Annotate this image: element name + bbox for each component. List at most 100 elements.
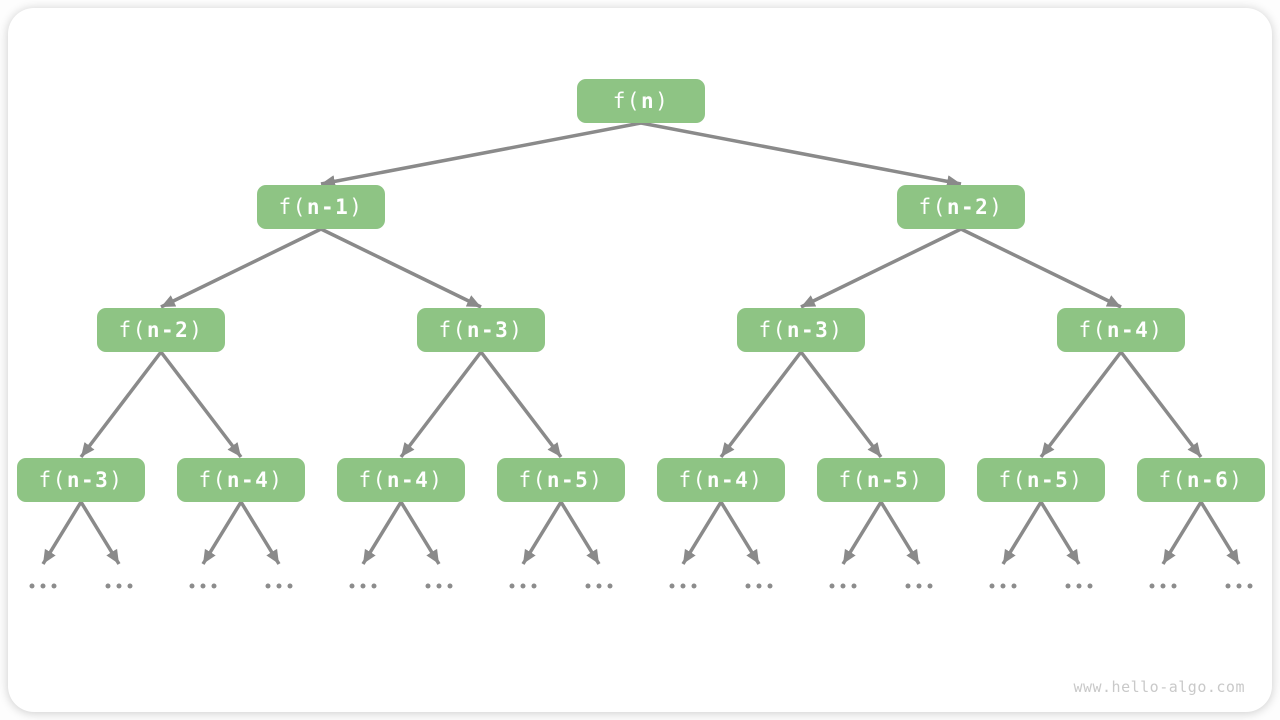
node-label-prefix: f( [278,195,307,219]
node-label-prefix: f( [438,318,467,342]
ellipsis-leaf [585,583,613,589]
node-label-arg: n-5 [1026,468,1070,492]
tree-edge-arrow [681,501,723,565]
tree-edge-arrow [719,350,803,459]
node-label-prefix: f( [998,468,1027,492]
node-label-prefix: f( [358,468,387,492]
node-label-suffix: ) [1229,468,1244,492]
node-label-prefix: f( [198,468,227,492]
ellipsis-leaf [349,583,377,589]
ellipsis-dot [520,583,526,589]
node-label-prefix: f( [918,195,947,219]
ellipsis-leaf [189,583,217,589]
ellipsis-dot [105,583,111,589]
node-label-arg: n [640,89,656,113]
tree-edge-arrow [201,501,243,565]
tree-edges [41,121,1241,565]
ellipsis-leaf [1225,583,1253,589]
tree-node: f(n-4) [177,458,305,502]
tree-edge-arrow [1119,350,1203,459]
ellipsis-dot [447,583,453,589]
tree-node: f(n-5) [497,458,625,502]
ellipsis-dot [669,583,675,589]
node-label-suffix: ) [749,468,764,492]
ellipsis-leaf [265,583,293,589]
ellipsis-dot [1149,583,1155,589]
ellipsis-leaf [509,583,537,589]
node-label-suffix: ) [1149,318,1164,342]
ellipsis-dot [51,583,57,589]
node-label-prefix: f( [38,468,67,492]
tree-edge-arrow [521,501,563,565]
tree-node: f(n-1) [257,185,385,229]
ellipsis-dot [1225,583,1231,589]
ellipsis-leaf [829,583,857,589]
ellipsis-leaf [1149,583,1177,589]
ellipsis-dot [989,583,995,589]
ellipsis-dot [436,583,442,589]
node-label-suffix: ) [829,318,844,342]
node-label-prefix: f( [758,318,787,342]
tree-edge-arrow [719,501,761,565]
tree-edge-arrow [320,121,642,188]
node-label-arg: n-5 [546,468,590,492]
ellipsis-dot [276,583,282,589]
ellipsis-dot [680,583,686,589]
tree-edge-arrow [361,501,403,565]
ellipsis-leaf [905,583,933,589]
ellipsis-dot [211,583,217,589]
ellipsis-dot [265,583,271,589]
tree-edge-arrow [1001,501,1043,565]
ellipsis-dot [916,583,922,589]
tree-edge-arrow [1039,350,1123,459]
tree-node: f(n-3) [417,308,545,352]
ellipsis-dot [189,583,195,589]
ellipsis-dot [1011,583,1017,589]
ellipsis-dot [840,583,846,589]
tree-edge-arrow [1161,501,1203,565]
ellipsis-dot [1000,583,1006,589]
node-label-arg: n-4 [226,468,270,492]
ellipsis-leaf [989,583,1017,589]
tree-edge-arrow [479,350,563,459]
tree-node: f(n-4) [657,458,785,502]
ellipsis-dot [829,583,835,589]
tree-edge-arrow [41,501,83,565]
node-label-arg: n-2 [946,195,990,219]
tree-node: f(n-4) [337,458,465,502]
ellipsis-dot [1236,583,1242,589]
ellipsis-dot [596,583,602,589]
tree-edge-arrow [79,350,163,459]
diagram-card [8,8,1272,712]
ellipsis-dot [1087,583,1093,589]
node-label-arg: n-3 [466,318,510,342]
ellipsis-dot [607,583,613,589]
ellipsis-dot [745,583,751,589]
node-label-arg: n-2 [146,318,190,342]
tree-node: f(n-2) [97,308,225,352]
node-label-suffix: ) [509,318,524,342]
node-label-prefix: f( [118,318,147,342]
tree-edge-arrow [841,501,883,565]
ellipsis-dot [200,583,206,589]
tree-node: f(n-3) [17,458,145,502]
node-label-prefix: f( [518,468,547,492]
tree-edge-arrow [239,501,281,565]
ellipsis-dot [927,583,933,589]
ellipsis-dot [360,583,366,589]
tree-node: f(n-2) [897,185,1025,229]
ellipsis-dot [851,583,857,589]
ellipsis-dot [691,583,697,589]
tree-edge-arrow [320,227,482,309]
ellipsis-dot [127,583,133,589]
ellipsis-leaf [105,583,133,589]
tree-node: f(n-4) [1057,308,1185,352]
node-label-suffix: ) [109,468,124,492]
ellipsis-dot [767,583,773,589]
node-label-suffix: ) [989,195,1004,219]
node-label-suffix: ) [655,89,670,113]
node-label-suffix: ) [589,468,604,492]
ellipsis-dot [29,583,35,589]
node-label-suffix: ) [1069,468,1084,492]
